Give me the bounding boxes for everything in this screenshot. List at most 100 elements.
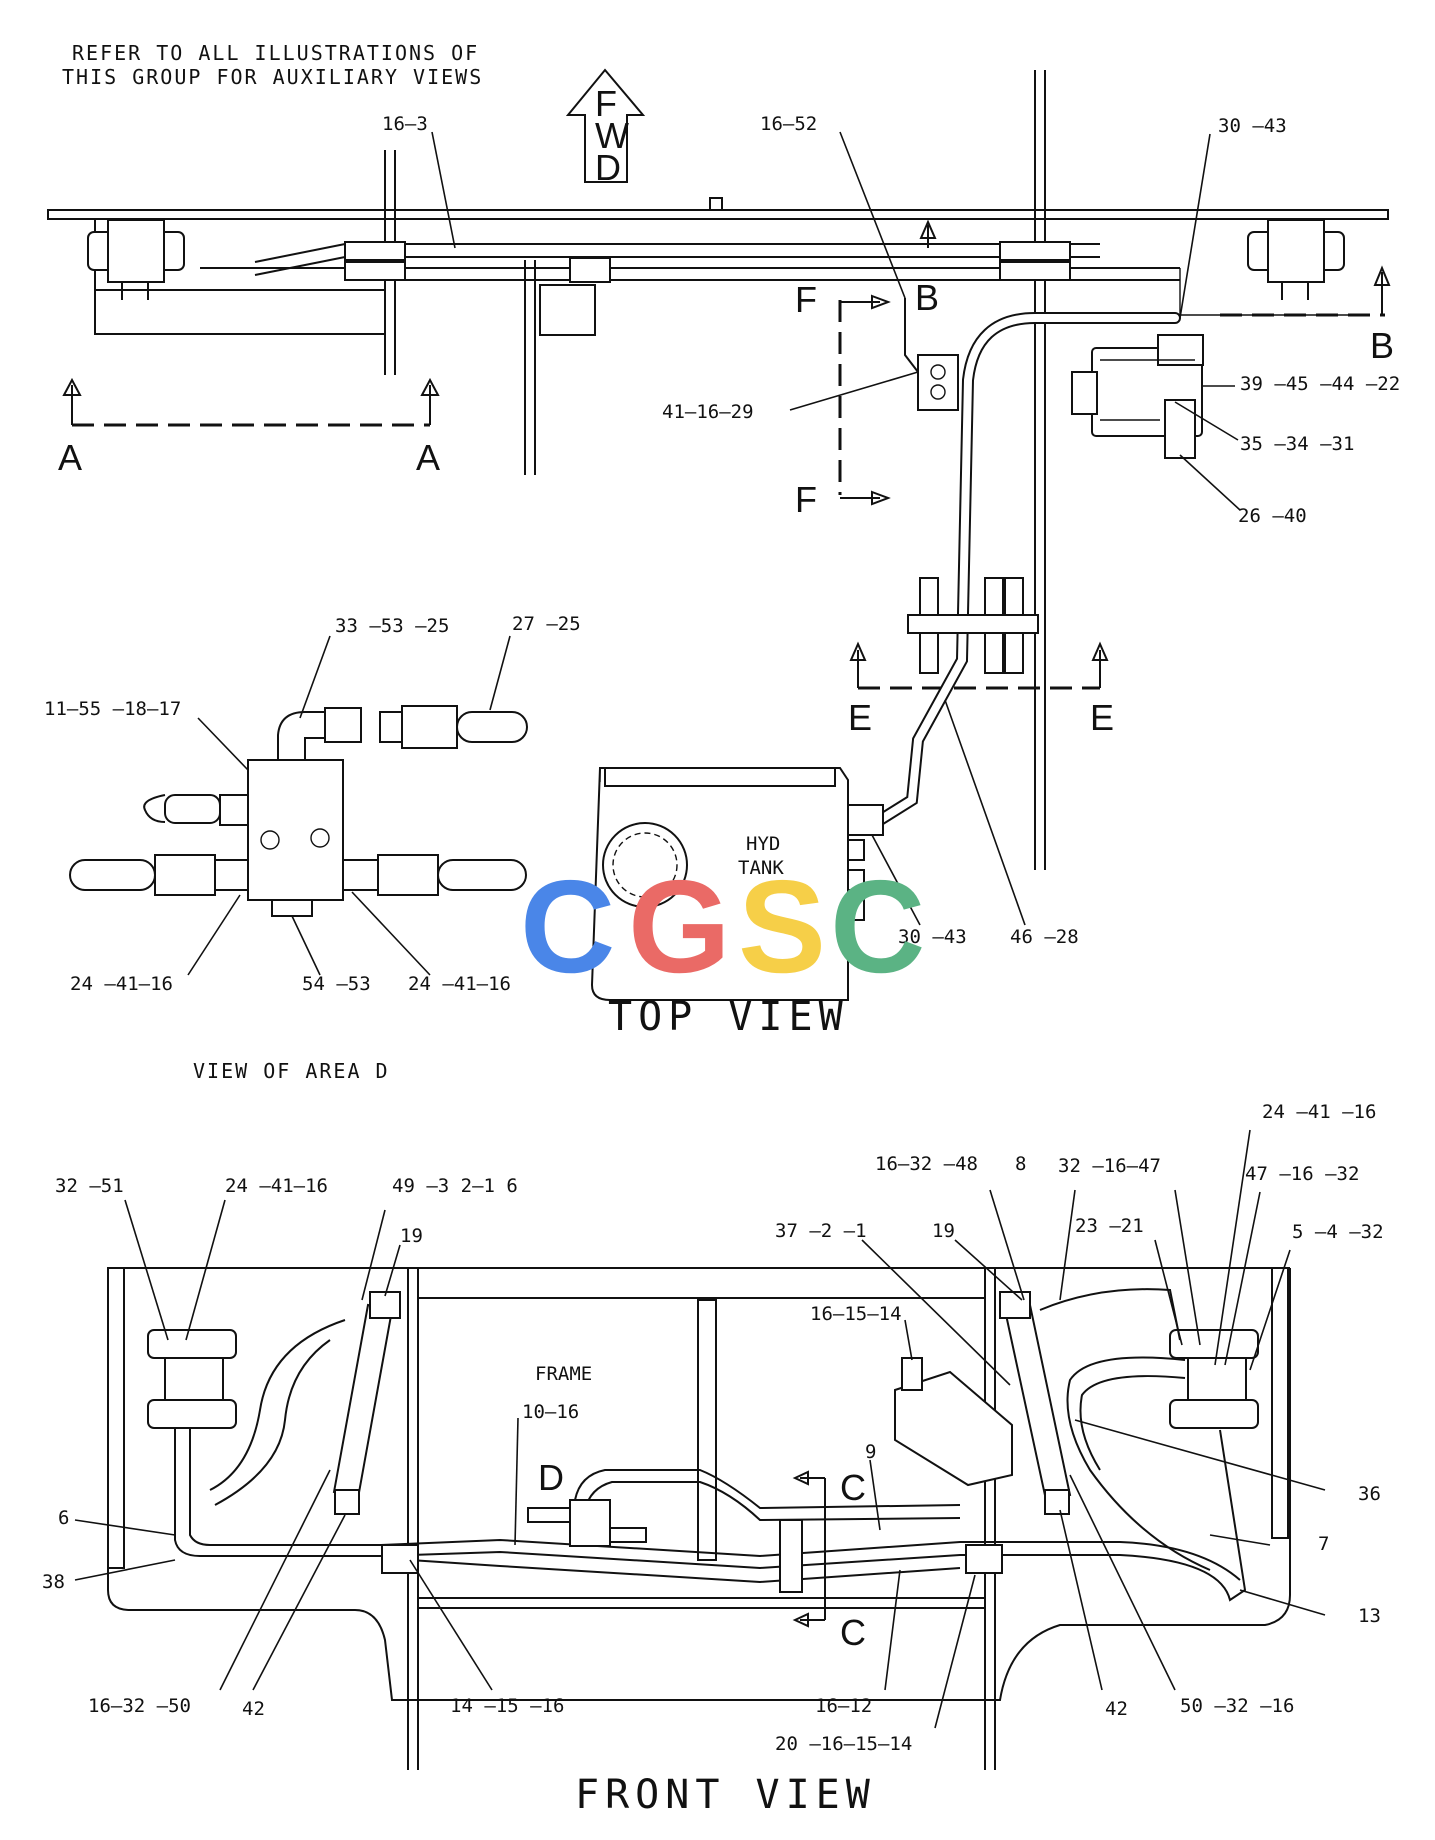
right-side-plate	[1271, 1267, 1289, 1539]
section-a-left: A	[58, 437, 82, 478]
callout-16-32-48: 16–32 –48	[875, 1153, 978, 1175]
top-view-title: TOP VIEW	[608, 994, 849, 1040]
callout-30-43-tank: 30 –43	[898, 926, 967, 948]
center-valve-d: D	[527, 1457, 647, 1547]
callout-42-right: 42	[1105, 1698, 1128, 1720]
section-b-top: B	[915, 277, 939, 318]
callout-24-41-16-a: 24 –41–16	[225, 1175, 328, 1197]
callout-10-16: 10–16	[522, 1401, 579, 1423]
section-a-marker: A A	[58, 377, 440, 478]
watermark-letter-4: C	[830, 853, 925, 1000]
callout-41-16-29: 41–16–29	[662, 401, 754, 423]
cgsc-watermark: C G S C	[520, 853, 925, 1000]
watermark-letter-2: G	[628, 853, 731, 1000]
detail-hose-right	[377, 854, 439, 896]
view-of-area-d: VIEW OF AREA D	[193, 1059, 390, 1083]
right-cylinder	[999, 1291, 1072, 1515]
watermark-letter-3: S	[738, 853, 826, 1000]
callout-42-left: 42	[242, 1698, 265, 1720]
callout-36: 36	[1358, 1483, 1381, 1505]
callout-16-3: 16–3	[382, 113, 428, 135]
left-cylinder	[332, 1291, 401, 1515]
left-control-valve	[147, 1329, 237, 1429]
callout-16-12: 16–12	[815, 1695, 872, 1717]
center-post	[697, 1299, 717, 1561]
fitting	[344, 241, 406, 261]
top-view: F W D A A B B F F	[44, 41, 1400, 1083]
section-c-top: C	[840, 1467, 866, 1508]
fwd-letter-w: W	[595, 115, 629, 156]
callout-30-43-top: 30 –43	[1218, 115, 1287, 137]
left-side-plate	[107, 1267, 125, 1569]
callout-27-25: 27 –25	[512, 613, 581, 635]
tank-label-hyd: HYD	[746, 833, 780, 855]
callout-8: 8	[1015, 1153, 1026, 1175]
right-control-valve	[1169, 1329, 1259, 1429]
watermark-letter-1: C	[520, 853, 615, 1000]
callout-47-16-32: 47 –16 –32	[1245, 1163, 1359, 1185]
callout-16-15-14: 16–15–14	[810, 1303, 902, 1325]
top-callouts: 16–3 16–52 30 –43 41–16–29 39 –45 –44 –2…	[44, 113, 1400, 995]
note-refer-line-2: THIS GROUP FOR AUXILIARY VIEWS	[62, 65, 483, 89]
callout-5-4-32: 5 –4 –32	[1292, 1221, 1384, 1243]
note-refer-line-1: REFER TO ALL ILLUSTRATIONS OF	[72, 41, 479, 65]
forward-arrow: F W D	[565, 68, 646, 188]
section-e-left: E	[848, 697, 872, 738]
callout-9: 9	[865, 1441, 876, 1463]
hydraulic-tank: HYD TANK	[590, 767, 884, 1001]
section-f-top: F	[795, 279, 817, 320]
fwd-letter-d: D	[595, 147, 621, 188]
mount-bracket	[539, 284, 596, 336]
callout-33-53-25: 33 –53 –25	[335, 615, 449, 637]
callout-54-53: 54 –53	[302, 973, 371, 995]
callout-50-32-16: 50 –32 –16	[1180, 1695, 1294, 1717]
callout-14-15-16: 14 –15 –16	[450, 1695, 564, 1717]
hose-clamps	[907, 577, 1039, 674]
callout-24-41-16-b: 24 –41 –16	[1262, 1101, 1376, 1123]
center-clamp	[779, 1519, 803, 1593]
fwd-letter-f: F	[595, 83, 617, 124]
front-callouts: 32 –51 24 –41–16 49 –3 2–1 6 19 6 38 16–…	[42, 1101, 1384, 1755]
section-b-right: B	[1370, 325, 1394, 366]
section-c-marker: C C	[792, 1467, 866, 1653]
front-leaders	[74, 1129, 1326, 1729]
section-e-right: E	[1090, 697, 1114, 738]
detail-valve-block	[247, 759, 344, 901]
detail-elbow	[277, 711, 326, 761]
section-c-bottom: C	[840, 1612, 866, 1653]
front-view: FRAME	[42, 1101, 1384, 1818]
detail-hose-left	[154, 854, 216, 896]
callout-38: 38	[42, 1571, 65, 1593]
callout-16-52: 16–52	[760, 113, 817, 135]
callout-32-16-47: 32 –16–47	[1058, 1155, 1161, 1177]
top-plate	[47, 209, 1389, 220]
detail-hose-top	[401, 705, 458, 749]
callout-46-28: 46 –28	[1010, 926, 1079, 948]
callout-26-40: 26 –40	[1238, 505, 1307, 527]
filter-block	[917, 354, 959, 411]
callout-24-41-16-right: 24 –41–16	[408, 973, 511, 995]
tank-port-fitting	[847, 804, 884, 836]
tank-label-tank: TANK	[738, 857, 784, 879]
callout-49-3-2-16: 49 –3 2–1 6	[392, 1175, 518, 1197]
callout-19-right: 19	[932, 1220, 955, 1242]
manifold-block	[569, 257, 611, 283]
hydraulic-pump	[1071, 334, 1204, 459]
callout-13: 13	[1358, 1605, 1381, 1627]
right-pilot-valve	[1247, 219, 1345, 300]
callout-32-51: 32 –51	[55, 1175, 124, 1197]
top-leaders	[187, 131, 1241, 976]
valve-bracket	[894, 1370, 1013, 1487]
callout-16-32-50: 16–32 –50	[88, 1695, 191, 1717]
section-f-bottom: F	[795, 479, 817, 520]
area-d-detail	[69, 705, 528, 917]
callout-24-41-16-left: 24 –41–16	[70, 973, 173, 995]
callout-11-55-18-17: 11–55 –18–17	[44, 698, 181, 720]
area-d-marker: D	[538, 1457, 564, 1498]
callout-19-left: 19	[400, 1225, 423, 1247]
callout-7: 7	[1318, 1533, 1329, 1555]
callout-23-21: 23 –21	[1075, 1215, 1144, 1237]
section-a-right: A	[416, 437, 440, 478]
